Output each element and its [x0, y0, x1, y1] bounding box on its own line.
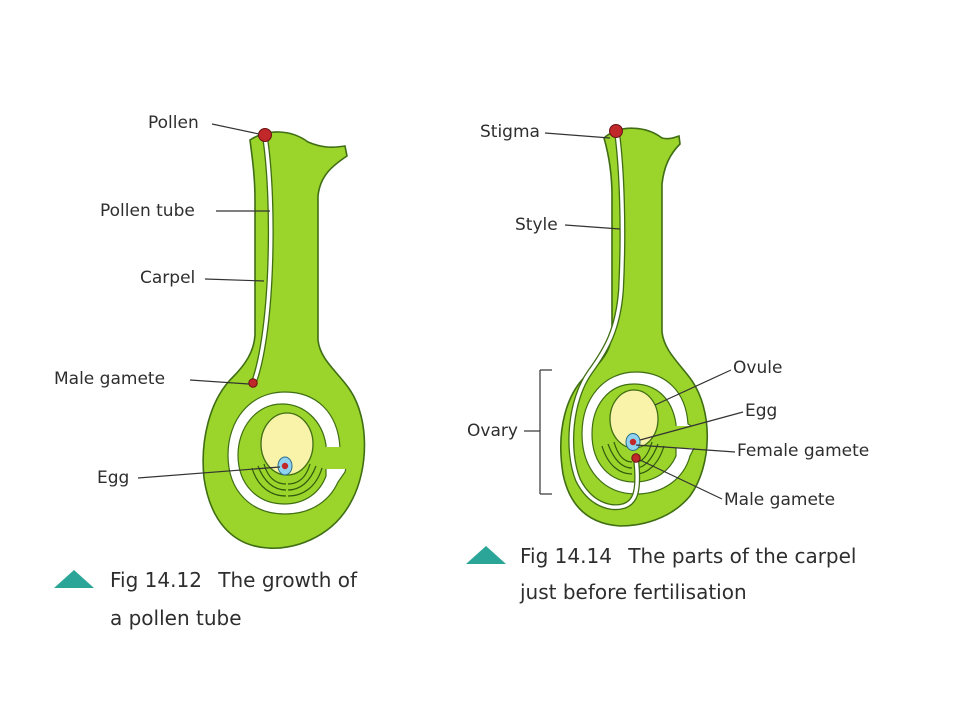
label-pollen-tube: Pollen tube [100, 201, 195, 221]
egg-nucleus [281, 462, 289, 470]
caption-left: Fig 14.12 The growth of a pollen tube [54, 568, 358, 630]
micropyle [668, 426, 702, 448]
leader-egg [639, 411, 744, 441]
figure-carpel-parts: Stigma Style Ovary Ovule Egg Female game… [467, 122, 869, 527]
caption-left-number: Fig 14.12 [110, 568, 202, 592]
label-female-gamete: Female gamete [737, 441, 869, 461]
label-egg: Egg [97, 468, 129, 488]
caption-right: Fig 14.14 The parts of the carpel just b… [466, 544, 856, 604]
label-ovule: Ovule [733, 358, 782, 378]
label-egg: Egg [745, 401, 777, 421]
leader-carpel [204, 278, 265, 282]
pollen-tube-lumen [252, 135, 273, 384]
caption-right-number: Fig 14.14 [520, 544, 612, 568]
ovule-tissue-lines [251, 463, 323, 497]
leader-male-gamete [189, 379, 250, 385]
pollen-grain [609, 124, 623, 138]
caption-left-text1: The growth of [217, 568, 358, 592]
leader-pollen [211, 123, 260, 135]
label-pollen: Pollen [148, 113, 199, 133]
pollen-tube-lumen [569, 130, 639, 509]
label-carpel: Carpel [140, 268, 195, 288]
caption-marker-icon [466, 546, 506, 564]
label-male-gamete: Male gamete [724, 490, 835, 510]
pollen-grain [258, 128, 272, 142]
male-gamete-dot [631, 453, 641, 463]
male-gamete-dot [248, 378, 258, 388]
caption-marker-icon [54, 570, 94, 588]
micropyle [318, 447, 348, 469]
label-style: Style [515, 215, 558, 235]
leader-egg [137, 466, 281, 479]
caption-right-text1: The parts of the carpel [627, 544, 856, 568]
leader-stigma [544, 132, 611, 139]
label-ovary: Ovary [467, 421, 518, 441]
ovary-bracket [524, 369, 552, 495]
leader-female-gamete [635, 444, 736, 453]
label-male-gamete: Male gamete [54, 369, 165, 389]
caption-right-line1: Fig 14.14 The parts of the carpel [520, 544, 856, 568]
leader-ovule [654, 369, 732, 406]
label-stigma: Stigma [480, 122, 540, 142]
leader-male-gamete [639, 459, 723, 500]
caption-left-line1: Fig 14.12 The growth of [110, 568, 358, 592]
leader-style [564, 224, 621, 230]
figure-pollen-tube-growth: Pollen Pollen tube Carpel Male gamete Eg… [54, 113, 366, 550]
egg-nucleus [629, 438, 637, 446]
caption-left-line2: a pollen tube [110, 606, 242, 630]
caption-right-line2: just before fertilisation [519, 580, 747, 604]
